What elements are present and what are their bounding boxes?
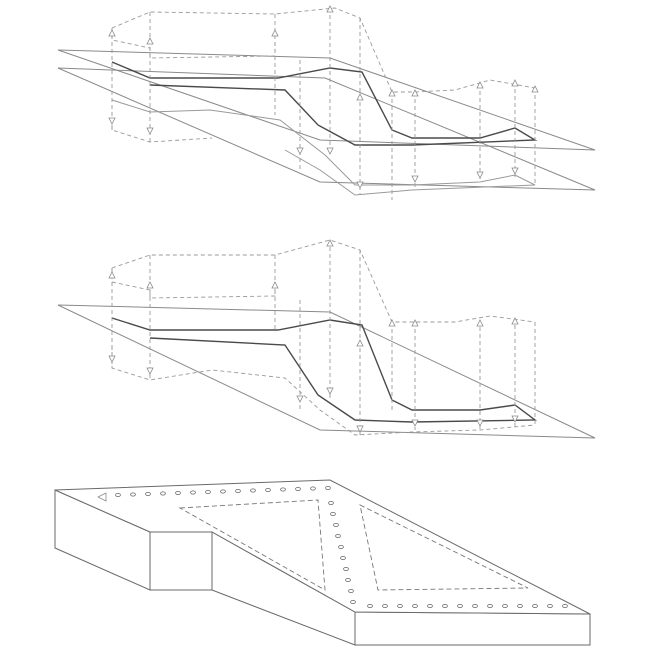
top-arrow-markers: [108, 5, 539, 189]
pin-holes-center-column: [328, 500, 356, 605]
middle-dashed-lid: [111, 239, 536, 323]
block-right-face: [354, 611, 591, 646]
corner-marker-icon: [97, 492, 107, 502]
pin-holes-bottom-edge: [367, 604, 568, 609]
top-dashed-lid-upper: [111, 7, 536, 93]
middle-main-outline: [111, 317, 538, 423]
top-upper-plane: [57, 49, 596, 151]
middle-vertical-leaders: [111, 240, 536, 435]
block-top-face: [54, 479, 591, 615]
top-main-outline: [111, 61, 538, 146]
block-notch-face: [149, 531, 213, 591]
top-lower-plane: [57, 67, 596, 191]
middle-lower-dashed-outline: [111, 346, 536, 436]
top-shadow-outline: [111, 99, 536, 196]
top-shadow-outline-lower: [111, 118, 213, 143]
middle-dashed-lid-front: [111, 268, 276, 299]
panel-bottom-solid-block: [54, 479, 591, 646]
inner-dashed-right-triangle: [359, 504, 529, 591]
middle-arrow-markers: [108, 239, 519, 433]
pin-holes-top-edge: [115, 485, 331, 497]
top-vertical-leaders: [111, 8, 536, 200]
panel-middle-single-plane: [57, 239, 596, 439]
panel-top-layered-planes: [57, 5, 596, 200]
middle-plane: [57, 304, 596, 439]
